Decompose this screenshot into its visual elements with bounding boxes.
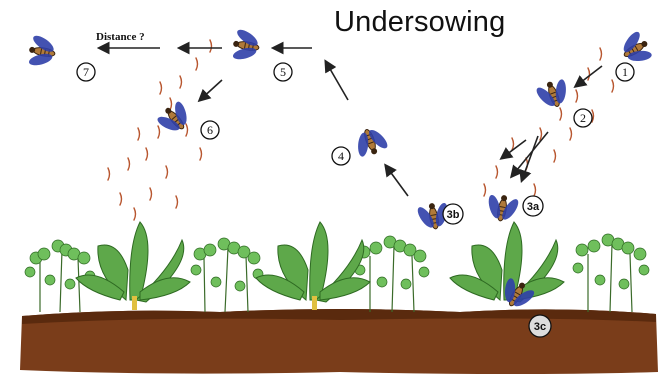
crop-plant — [76, 222, 190, 310]
odour-plume — [108, 40, 614, 220]
fly-stage-2 — [532, 76, 574, 112]
fly-stage-5 — [230, 26, 262, 65]
stage-marker-3c: 3c — [529, 315, 551, 337]
stage-marker-4: 4 — [332, 147, 350, 165]
stage-marker-3b: 3b — [443, 204, 463, 224]
stage-marker-1: 1 — [616, 63, 634, 81]
svg-text:3b: 3b — [447, 209, 460, 221]
distance-label: Distance ? — [96, 31, 145, 43]
fly-stage-3a — [483, 192, 522, 224]
fly-stage-4 — [350, 124, 392, 160]
stage-marker-2: 2 — [574, 109, 592, 127]
stage-marker-7: 7 — [77, 63, 95, 81]
clover-patch — [355, 236, 429, 312]
stage-marker-3a: 3a — [523, 196, 543, 216]
svg-text:7: 7 — [83, 65, 89, 79]
stage-marker-5: 5 — [274, 63, 292, 81]
clover-patch — [573, 234, 649, 312]
svg-text:3c: 3c — [534, 321, 546, 333]
crop-plant — [256, 222, 370, 310]
fly-stage-7 — [26, 32, 58, 71]
svg-text:5: 5 — [280, 65, 286, 79]
svg-text:3a: 3a — [527, 201, 540, 213]
svg-text:4: 4 — [338, 149, 344, 163]
svg-text:1: 1 — [622, 65, 628, 79]
svg-text:2: 2 — [580, 111, 586, 125]
stage-marker-6: 6 — [201, 121, 219, 139]
svg-text:6: 6 — [207, 123, 213, 137]
clover-patch — [191, 238, 263, 312]
